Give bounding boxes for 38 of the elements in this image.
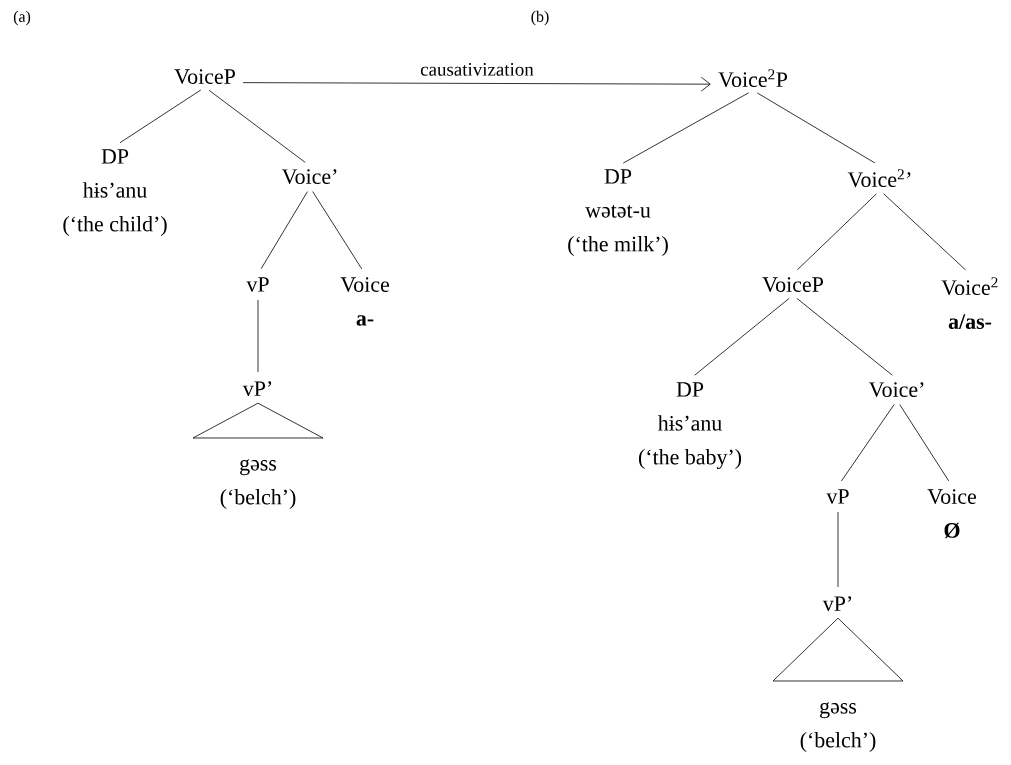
tree-label: vP’ [822,596,852,611]
arrow [242,76,711,92]
tree-label: Voice a- [340,277,389,326]
branch-line [694,298,790,376]
tree-label: Voice Ø [927,489,976,539]
branch-line [756,92,876,164]
branch-line [622,92,750,164]
branch-line [883,193,966,271]
panel-label: (a) [13,10,31,26]
tree-label: vP [246,277,269,292]
tree-label: VoiceP [762,277,823,293]
branch-line [796,298,893,376]
branch-line [796,193,877,271]
tree-label: vP’ [242,381,272,396]
branch-line [257,299,259,373]
branch-line [837,511,839,588]
tree-label: Voice$^{2}$ a/as- [941,277,998,329]
tree-label: VoiceP [174,69,235,85]
edge-label: causativization [420,63,534,76]
tree-label: Voice$^{2}$’ [847,169,911,188]
panel-label: (b) [531,10,549,26]
tree-label: Voice’ [868,382,924,398]
tree-label: DP wətət-u (‘the milk’) [568,169,668,256]
tree-label: vP [826,489,849,504]
branch-line [208,89,306,163]
tree-label: DP hɨs’anu (‘the child’) [63,149,167,236]
branch-line [260,191,308,270]
branch-line [841,404,895,482]
tree-label: Voice$^{2}$P [718,69,788,88]
tree-label: gəss (‘belch’) [220,459,296,509]
branch-line [312,191,363,270]
branch-line [899,404,950,482]
triangle-roof [192,402,324,439]
triangle-roof [772,617,904,682]
branch-line [119,89,202,144]
tree-label: Voice’ [281,169,337,185]
tree-label: gəss (‘belch’) [800,702,876,752]
tree-label: DP hɨs’anu (‘the baby’) [638,382,742,470]
